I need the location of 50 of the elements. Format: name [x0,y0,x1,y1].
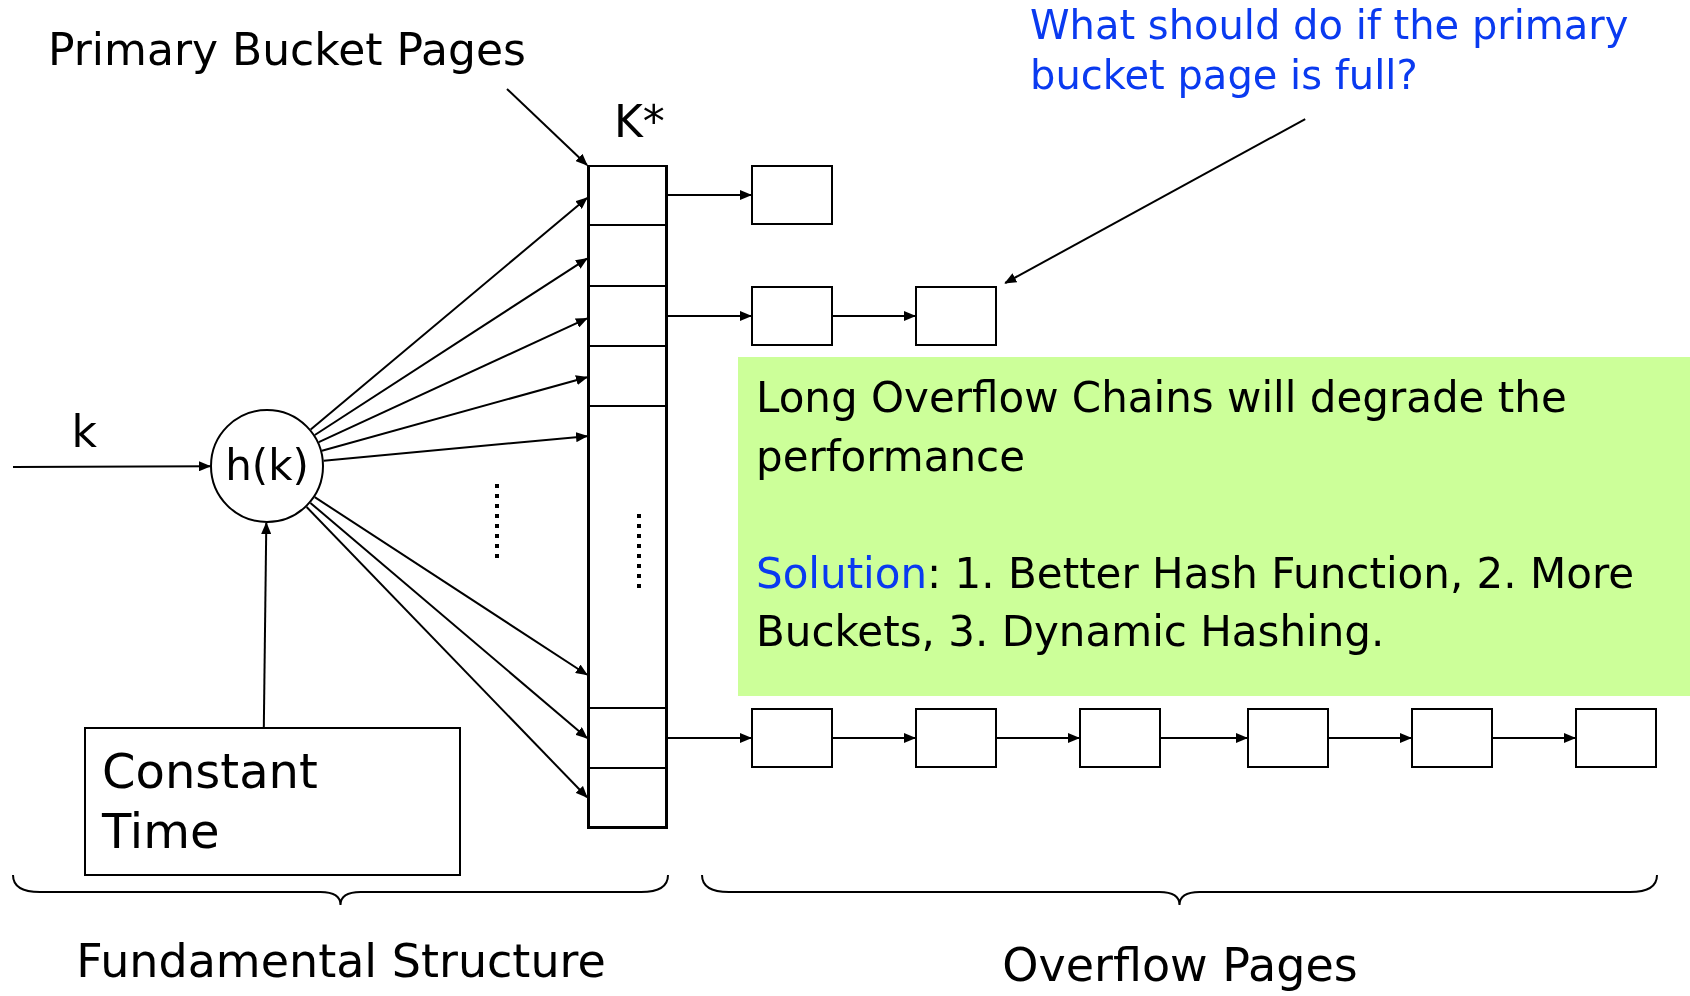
column-label: K* [614,98,665,147]
page-box [1411,708,1493,768]
arrow [309,501,588,739]
bucket-slot [589,286,666,346]
note-text: Long Overflow Chains will degrade the performance [756,372,1568,483]
arrow [1328,733,1412,743]
arrow [313,257,588,436]
arrow [1492,733,1576,743]
arrow [832,311,916,321]
note-box [84,727,461,876]
hash-function-circle [210,409,324,523]
note-panel [738,357,1690,696]
question-text: What should do if the primary bucket page is full? [1030,1,1630,100]
page-box [751,708,833,768]
arrow [832,733,916,743]
page-box [915,708,997,768]
leader-arrow [506,87,588,166]
arrow [1160,733,1248,743]
bucket-slot [589,768,666,827]
label-text: Primary Bucket Pages [48,23,527,77]
page-box [751,286,833,346]
page-box [1247,708,1329,768]
brace-label: Overflow Pages [1001,940,1359,991]
bucket-slot [589,708,666,768]
arrow [996,733,1080,743]
note-text: Solution: 1. Better Hash Function, 2. More Buckets, 3. Dynamic Hashing. [756,547,1636,659]
function-label: h(k) [225,439,309,492]
brace-label: Fundamental Structure [75,936,607,987]
arrow [317,317,588,444]
bucket-slot [589,346,666,406]
bucket-slot [589,225,666,286]
page-box [751,165,833,225]
arrow [313,496,588,676]
arrow [305,506,588,799]
arrow [667,733,752,743]
leader-arrow [1004,118,1307,284]
bucket-column [587,165,668,829]
page-box [915,286,997,346]
arrow [667,311,752,321]
note-text: Constant Time [102,742,319,861]
arrow [309,197,588,431]
arrow [320,375,588,452]
bucket-slot [589,406,666,708]
page-box [1575,708,1657,768]
page-box [1079,708,1161,768]
arrow [667,190,752,200]
arrow [12,461,211,472]
bucket-slot [589,165,666,225]
arrow [261,522,272,728]
arrow [322,432,588,462]
